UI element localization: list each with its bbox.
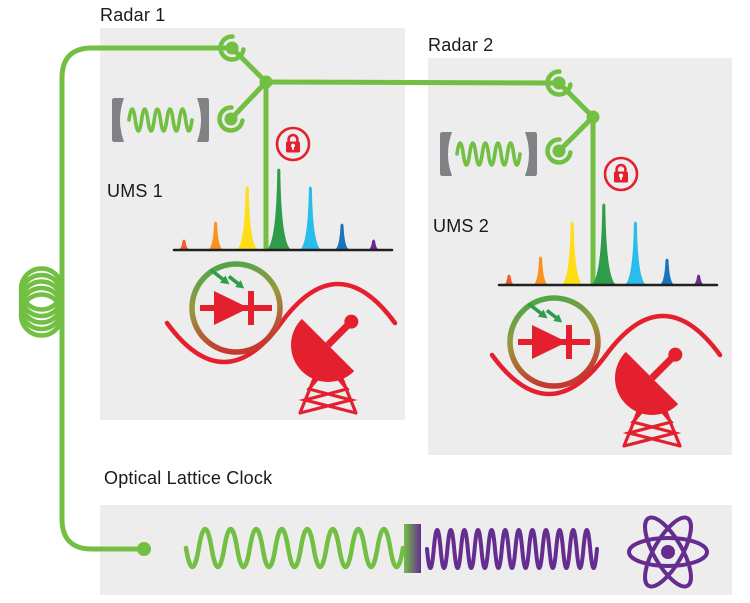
fiber-junction	[259, 75, 273, 89]
clock-laser-wave-green	[183, 526, 406, 570]
clock-transition-icon	[404, 524, 421, 573]
cavity-standing-wave	[455, 141, 522, 167]
frequency-comb-icon	[497, 203, 719, 287]
fiber-junction	[586, 110, 600, 124]
rf-wave-icon	[489, 313, 723, 397]
ums2-label: UMS 2	[433, 216, 490, 236]
radar1-label: Radar 1	[100, 5, 166, 25]
clock-laser-wave-purple	[425, 528, 599, 570]
frequency-comb-icon	[172, 168, 394, 252]
radar1-panel	[100, 28, 405, 420]
atom-icon	[627, 515, 709, 589]
radar2-panel	[428, 58, 732, 455]
ums1-label: UMS 1	[107, 181, 164, 201]
fiber-network	[18, 36, 600, 556]
fiber-spool-icon	[18, 266, 65, 338]
clock-label: Optical Lattice Clock	[104, 468, 273, 488]
fiber-link-radar2	[263, 79, 597, 154]
rf-wave-icon	[164, 281, 398, 365]
radar2-label: Radar 2	[428, 35, 494, 55]
fiber-end-dot	[137, 542, 151, 556]
fiber-main-link	[59, 45, 235, 552]
cavity-standing-wave	[127, 107, 194, 133]
